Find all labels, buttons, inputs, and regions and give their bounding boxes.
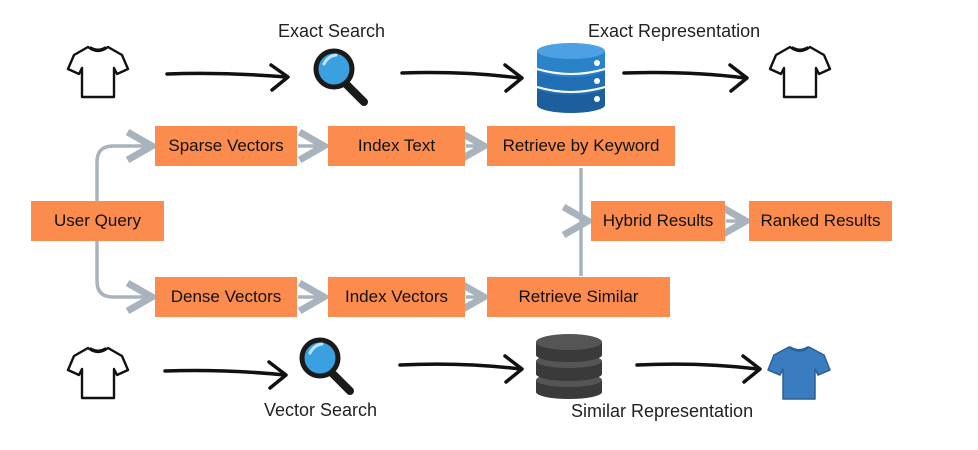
dense-vectors-box: Dense Vectors [155,277,297,317]
arrow-top-1 [165,63,290,92]
similar-representation-caption: Similar Representation [571,401,754,421]
sparse-vectors-box: Sparse Vectors [155,126,297,166]
retrieve-similar-box: Retrieve Similar [487,277,670,317]
database-blue-icon [536,43,606,113]
tshirt-outline-icon [66,45,130,99]
vector-search-caption: Vector Search [264,400,378,420]
arrow-top-3 [622,63,749,93]
tshirt-outline-icon [66,346,130,400]
exact-search-caption: Exact Search [278,21,386,41]
index-vectors-box: Index Vectors [328,277,465,317]
exact-representation-caption: Exact Representation [588,21,761,41]
database-gray-icon [536,334,602,399]
arrow-bottom-3 [635,354,762,384]
magnifier-icon [299,337,354,395]
ranked-results-box: Ranked Results [749,201,892,241]
tshirt-outline-icon [768,45,832,99]
tshirt-blue-icon [767,346,831,400]
connector-query-to-sparse [95,146,152,201]
retrieve-by-keyword-box: Retrieve by Keyword [487,126,675,166]
arrow-bottom-1 [163,360,288,390]
magnifier-icon [313,48,368,106]
arrow-top-2 [400,63,524,93]
index-text-box: Index Text [328,126,465,166]
arrow-bottom-2 [398,354,524,384]
hybrid-results-box: Hybrid Results [591,201,725,241]
connector-query-to-dense [95,241,152,297]
user-query-box: User Query [31,201,164,241]
